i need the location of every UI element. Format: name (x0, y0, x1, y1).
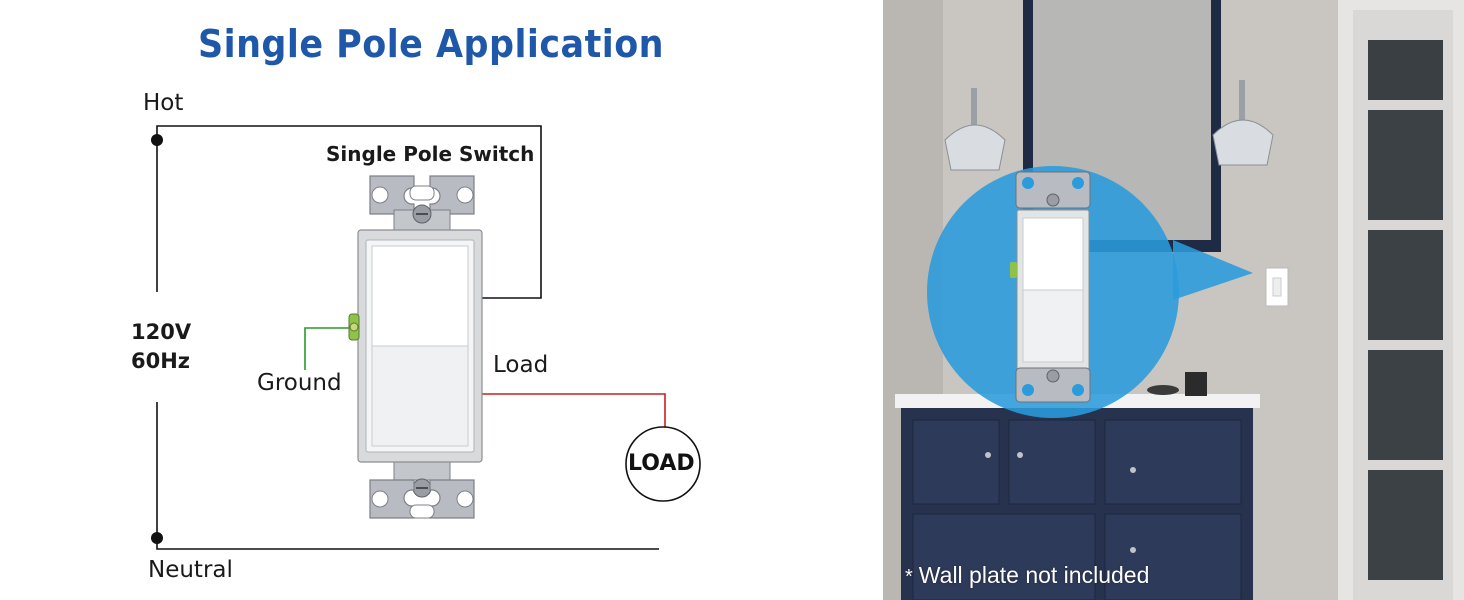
left-sconce-icon (944, 88, 1006, 171)
single-pole-switch-icon (348, 175, 483, 519)
voltage-label: 120V 60Hz (131, 318, 191, 376)
ground-label: Ground (257, 370, 342, 396)
hot-label: Hot (143, 90, 184, 116)
voltage-label-line1: 120V (131, 320, 192, 344)
diagram-title: Single Pole Application (198, 22, 665, 66)
voltage-label-line2: 60Hz (131, 349, 191, 373)
ground-screw-icon (348, 313, 360, 341)
switch-label: Single Pole Switch (326, 142, 535, 166)
wiring-diagram-panel: Single Pole Application (131, 22, 701, 583)
ground-wire (304, 327, 352, 370)
callout-switch-icon (1010, 171, 1091, 403)
right-sconce-icon (1212, 80, 1274, 166)
wall-plate-note: *Wall plate not included (905, 562, 1149, 589)
wiring-diagram (151, 125, 701, 550)
load-wire (482, 393, 666, 428)
hot-terminal-dot (151, 134, 163, 146)
neutral-wire (156, 538, 659, 550)
bathroom-vanity-photo (883, 0, 1464, 600)
note-text: Wall plate not included (918, 562, 1150, 588)
note-asterisk: * (905, 566, 913, 588)
photo-scene (883, 0, 1464, 600)
load-box-label: LOAD (628, 451, 695, 476)
hot-wire (156, 125, 542, 299)
load-circle-icon (625, 426, 701, 502)
load-wire-label: Load (493, 352, 549, 378)
neutral-label: Neutral (148, 557, 233, 583)
